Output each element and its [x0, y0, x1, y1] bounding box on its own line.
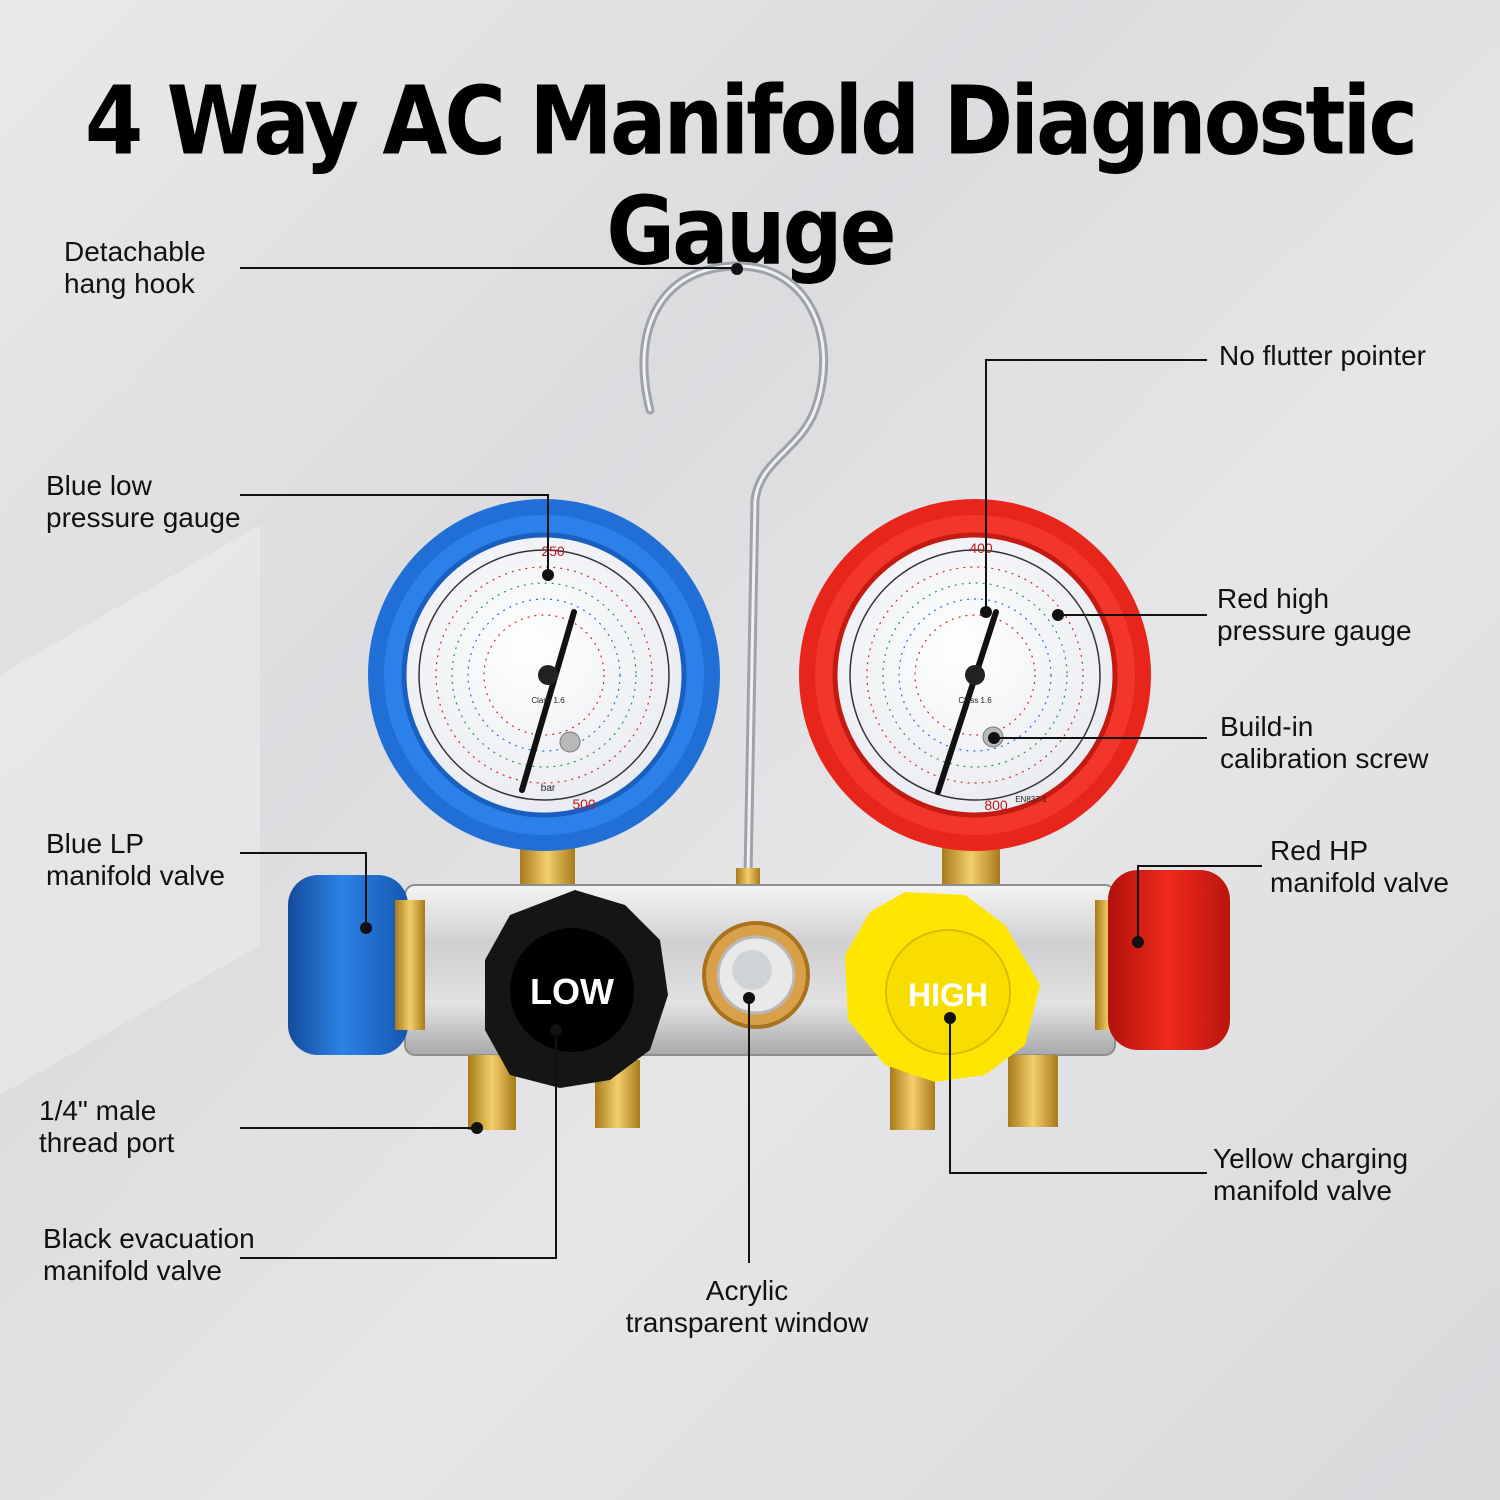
- low-gauge-class: Class 1.6: [531, 696, 565, 705]
- callout-yellow-valve: Yellow charging manifold valve: [1213, 1143, 1409, 1206]
- low-knob-label: LOW: [530, 971, 614, 1012]
- callout-blue-gauge: Blue low pressure gauge: [46, 470, 241, 533]
- low-gauge-needle: [519, 609, 577, 793]
- callout-acrylic-window: Acrylic transparent window: [625, 1275, 869, 1338]
- high-gauge-class: Class 1.6: [958, 696, 992, 705]
- callout-black-valve: Black evacuation manifold valve: [43, 1223, 255, 1286]
- page-title: 4 Way AC Manifold Diagnostic Gauge: [84, 66, 1418, 286]
- low-gauge-psi-500: 500: [572, 796, 596, 812]
- hook-mount: [736, 868, 760, 886]
- blue-valve-cap: [288, 875, 408, 1055]
- callout-lines: [240, 263, 1262, 1263]
- callout-no-flutter-pointer: No flutter pointer: [1219, 340, 1426, 371]
- low-gauge-psi-250: 250: [541, 543, 565, 559]
- callout-red-valve: Red HP manifold valve: [1270, 835, 1449, 898]
- callout-calibration-screw: Build-in calibration screw: [1220, 711, 1429, 774]
- high-pressure-gauge: 400 800 Class 1.6 EN837-1: [799, 499, 1151, 851]
- low-knob: LOW: [485, 890, 668, 1088]
- high-gauge-psi-800: 800: [984, 797, 1008, 813]
- low-gauge-unit-bar: bar: [541, 783, 556, 794]
- high-gauge-needle: [935, 609, 999, 795]
- callout-hang-hook: Detachable hang hook: [64, 236, 206, 299]
- red-valve-cap: [1108, 870, 1230, 1050]
- high-gauge-standard: EN837-1: [1015, 795, 1047, 804]
- callout-red-gauge: Red high pressure gauge: [1217, 583, 1412, 646]
- low-pressure-gauge: 250 500 Class 1.6 bar: [368, 499, 720, 851]
- callout-thread-port: 1/4" male thread port: [39, 1095, 175, 1158]
- high-gauge-psi-400: 400: [969, 540, 993, 556]
- high-knob: HIGH: [845, 892, 1040, 1082]
- high-knob-label: HIGH: [908, 977, 988, 1013]
- callout-blue-valve: Blue LP manifold valve: [46, 828, 225, 891]
